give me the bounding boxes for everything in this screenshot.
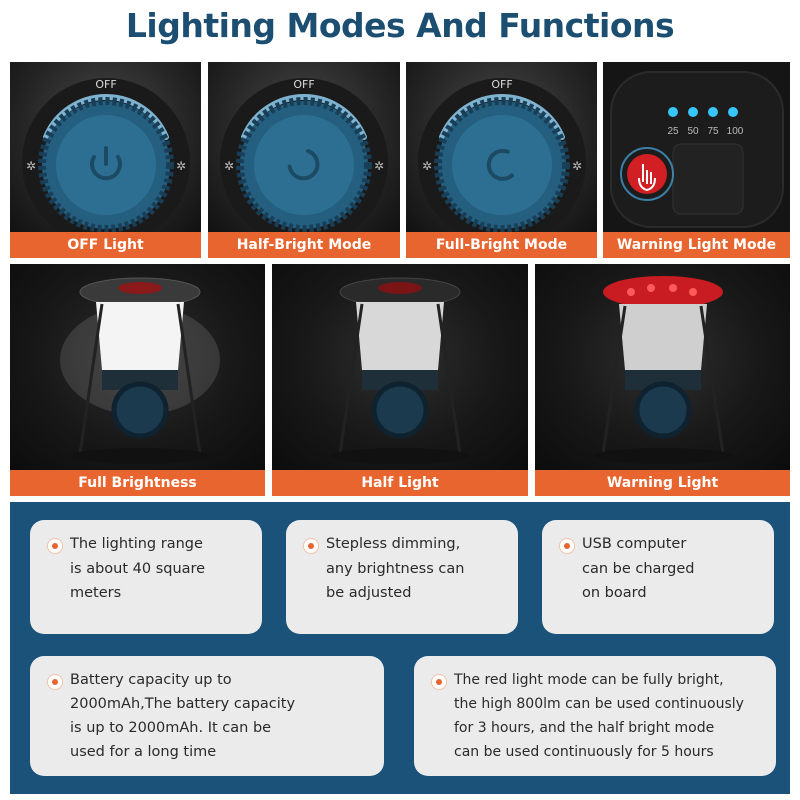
feature-text: Stepless dimming, any brightness can be … bbox=[326, 536, 465, 601]
feature-section: The lighting range is about 40 square me… bbox=[10, 502, 790, 794]
feature-card-battery: Battery capacity up to 2000mAh,The batte… bbox=[30, 656, 384, 776]
lantern-warning-illustration bbox=[593, 276, 733, 464]
dial-panel-half: ✲ ✲ OFF Half-Bright Mode bbox=[208, 62, 400, 258]
dial-off-illustration: ✲ ✲ OFF bbox=[22, 78, 190, 232]
feature-text: The red light mode can be fully bright, … bbox=[454, 672, 744, 760]
lantern-panel-half: Half Light bbox=[272, 264, 528, 496]
off-label: OFF bbox=[491, 78, 512, 91]
dial-caption-off: OFF Light bbox=[10, 232, 201, 258]
off-label: OFF bbox=[293, 78, 314, 91]
feature-text: Battery capacity up to 2000mAh,The batte… bbox=[70, 672, 296, 760]
svg-text:✲: ✲ bbox=[26, 159, 36, 173]
svg-text:✲: ✲ bbox=[374, 159, 384, 173]
battery-label-75: 75 bbox=[707, 126, 719, 137]
battery-indicator-illustration: 25 50 75 100 bbox=[610, 71, 784, 228]
dial-caption-half: Half-Bright Mode bbox=[208, 232, 400, 258]
svg-text:✲: ✲ bbox=[176, 159, 186, 173]
battery-label-50: 50 bbox=[687, 126, 699, 137]
bullet-dot-icon bbox=[432, 675, 446, 689]
feature-card-dimming: Stepless dimming, any brightness can be … bbox=[286, 520, 518, 634]
dial-panel-off: ✲ ✲ OFF OFF Light bbox=[10, 62, 201, 258]
bullet-dot-icon bbox=[560, 539, 574, 553]
feature-text: The lighting range is about 40 square me… bbox=[70, 536, 206, 601]
dial-caption-warning: Warning Light Mode bbox=[603, 232, 790, 258]
lantern-panel-full: Full Brightness bbox=[10, 264, 265, 496]
battery-label-100: 100 bbox=[727, 126, 744, 137]
bullet-dot-icon bbox=[48, 539, 62, 553]
off-label: OFF bbox=[95, 78, 116, 91]
bullet-dot-icon bbox=[48, 675, 62, 689]
lantern-caption-half: Half Light bbox=[272, 470, 528, 496]
dial-panel-full: ✲ ✲ OFF Full-Bright Mode bbox=[406, 62, 597, 258]
lantern-caption-warning: Warning Light bbox=[535, 470, 790, 496]
lantern-half-illustration bbox=[330, 277, 470, 464]
lantern-panel-warning: Warning Light bbox=[535, 264, 790, 496]
svg-text:✲: ✲ bbox=[224, 159, 234, 173]
feature-card-redlight: The red light mode can be fully bright, … bbox=[414, 656, 776, 776]
page-title: Lighting Modes And Functions bbox=[125, 6, 675, 45]
feature-text: USB computer can be charged on board bbox=[582, 536, 695, 601]
svg-text:✲: ✲ bbox=[422, 159, 432, 173]
dial-caption-full: Full-Bright Mode bbox=[406, 232, 597, 258]
dial-full-illustration: ✲ ✲ OFF bbox=[418, 78, 586, 232]
dial-panel-warning: 25 50 75 100 Warning Light Mode bbox=[603, 62, 790, 258]
dial-half-illustration: ✲ ✲ OFF bbox=[220, 78, 388, 232]
bullet-dot-icon bbox=[304, 539, 318, 553]
feature-card-usb: USB computer can be charged on board bbox=[542, 520, 774, 634]
lantern-full-illustration bbox=[60, 277, 220, 464]
lantern-caption-full: Full Brightness bbox=[10, 470, 265, 496]
battery-label-25: 25 bbox=[667, 126, 679, 137]
feature-card-range: The lighting range is about 40 square me… bbox=[30, 520, 262, 634]
svg-text:✲: ✲ bbox=[572, 159, 582, 173]
